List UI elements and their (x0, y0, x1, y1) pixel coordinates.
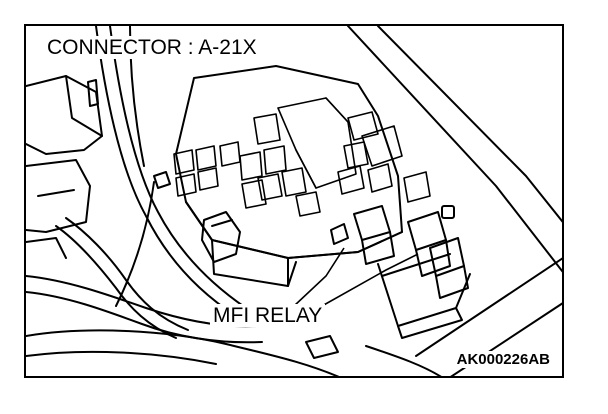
wiring-harness (26, 26, 263, 344)
leader-line-relay (321, 253, 419, 307)
figure-code: AK000226AB (454, 351, 552, 368)
connector-title: CONNECTOR : A-21X (44, 36, 260, 59)
mfi-relay-assembly (330, 205, 471, 339)
leader-lines (293, 247, 419, 307)
diagram-frame: CONNECTOR : A-21X MFI RELAY AK000226AB (24, 24, 564, 378)
lower-body-structure (26, 329, 442, 376)
leader-line-connector (293, 247, 345, 307)
harness-connector (201, 211, 241, 263)
left-engine-components (26, 75, 103, 259)
mfi-relay-callout: MFI RELAY (210, 304, 326, 327)
fuse-blocks (173, 97, 431, 217)
engine-bay-line-drawing (26, 26, 562, 376)
